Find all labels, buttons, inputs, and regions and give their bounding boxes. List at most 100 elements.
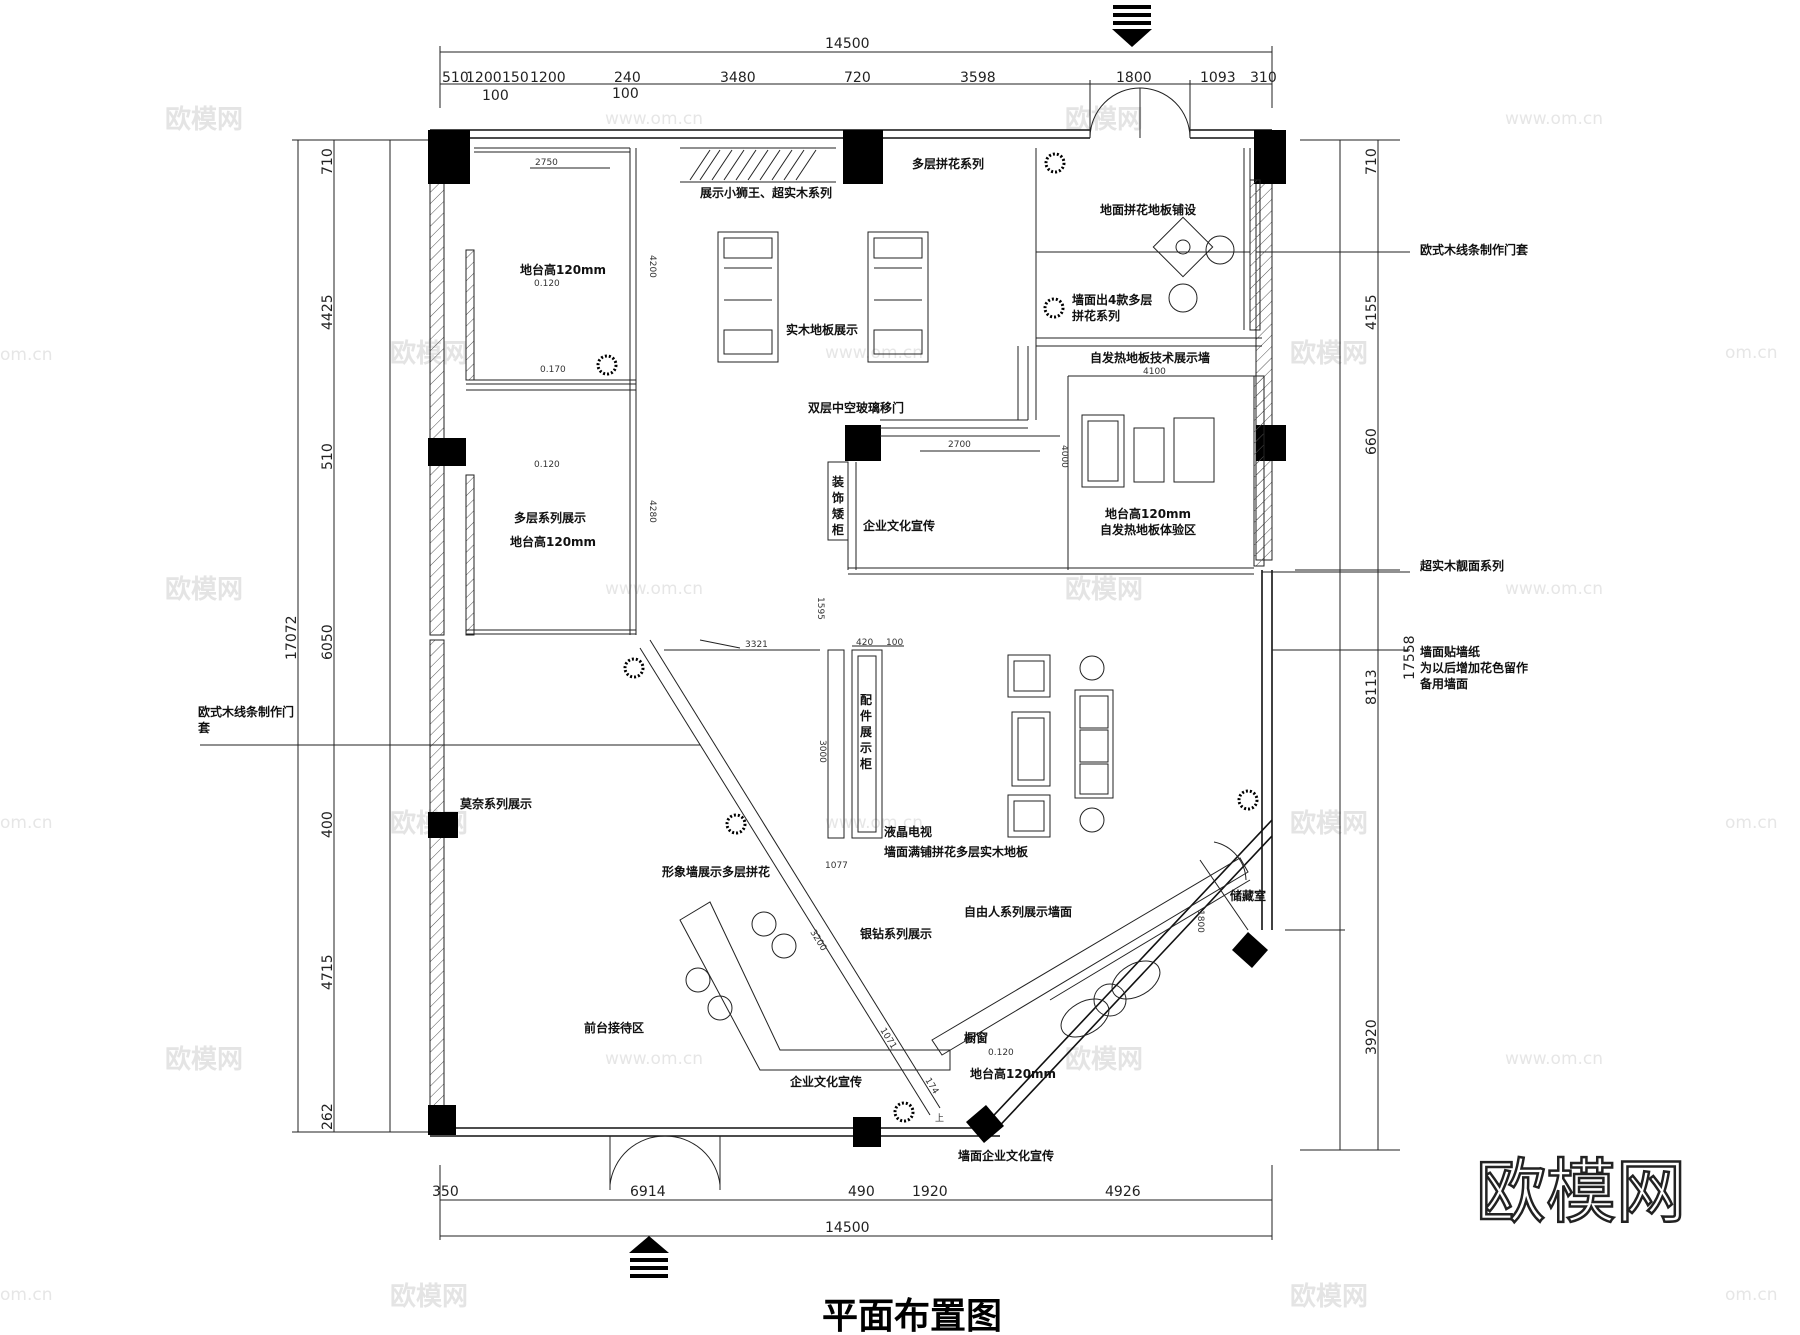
dimension: 3321 bbox=[745, 640, 768, 650]
column bbox=[428, 438, 466, 466]
top-dimension-chain: 14500 510 1200 150 1200 240 100 100 3480… bbox=[439, 5, 1277, 108]
label: 墙面满铺拼花多层实木地板 bbox=[884, 844, 1029, 859]
label: 展示小狮王、超实木系列 bbox=[700, 185, 832, 200]
label: 配件展示柜 bbox=[859, 692, 872, 771]
label: 企业文化宣传 bbox=[789, 1074, 862, 1089]
label: 莫奈系列展示 bbox=[460, 796, 532, 811]
label: 储藏室 bbox=[1230, 888, 1266, 903]
elevation-mark: 0.170 bbox=[540, 365, 566, 375]
dimension: 710 bbox=[1364, 148, 1380, 175]
left-total-dimension: 17072 bbox=[284, 615, 300, 660]
display-rack bbox=[689, 149, 817, 181]
label: 自由人系列展示墙面 bbox=[964, 904, 1072, 919]
plant-icon bbox=[623, 657, 645, 679]
watermark-url: www.om.cn bbox=[605, 109, 703, 129]
entrance-arrow-icon bbox=[629, 1236, 669, 1278]
label: 装饰矮柜 bbox=[831, 474, 845, 537]
label: 套 bbox=[197, 720, 211, 735]
plant-icon bbox=[1044, 152, 1066, 174]
dimension: 490 bbox=[848, 1184, 875, 1200]
dimension: 8113 bbox=[1364, 669, 1380, 705]
dimension: 350 bbox=[432, 1184, 459, 1200]
watermark-url: om.cn bbox=[0, 1285, 53, 1305]
interior-partitions: 2750 4200 4280 0.120 0.170 0.120 bbox=[200, 147, 1410, 1124]
top-total-dimension: 14500 bbox=[825, 36, 870, 52]
watermark: 欧模网 bbox=[390, 338, 468, 369]
dimension: 2750 bbox=[535, 158, 558, 168]
dimension: 1200 bbox=[530, 70, 566, 86]
label: 地面拼花地板铺设 bbox=[1100, 202, 1197, 217]
dimension: 3000 bbox=[817, 740, 827, 763]
label: 墙面贴墙纸 bbox=[1420, 644, 1480, 659]
label: 墙面出4款多层 bbox=[1072, 292, 1152, 307]
column bbox=[1232, 932, 1268, 968]
dimension: 420 bbox=[856, 638, 873, 648]
label: 自发热地板体验区 bbox=[1100, 522, 1196, 537]
dimension: 710 bbox=[320, 148, 336, 175]
dimension: 310 bbox=[1250, 70, 1277, 86]
label: 自发热地板技术展示墙 bbox=[1090, 350, 1210, 365]
watermark: 欧模网 bbox=[165, 1044, 243, 1075]
top-entrance-door[interactable] bbox=[1089, 80, 1191, 139]
dimension: 100 bbox=[482, 88, 509, 104]
decor-cabinet bbox=[827, 461, 849, 541]
label: 超实木靓面系列 bbox=[1419, 558, 1504, 573]
bottom-entrance-door[interactable] bbox=[609, 1135, 721, 1190]
plant-icon bbox=[725, 813, 747, 835]
watermark-url: om.cn bbox=[0, 345, 53, 365]
watermark-url: www.om.cn bbox=[605, 1049, 703, 1069]
label: 墙面企业文化宣传 bbox=[958, 1148, 1054, 1163]
watermark: 欧模网 bbox=[1290, 1281, 1368, 1312]
label: 多层拼花系列 bbox=[912, 156, 984, 171]
dimension: 6050 bbox=[320, 624, 336, 660]
dimension: 150 bbox=[502, 70, 529, 86]
dimension: 510 bbox=[442, 70, 469, 86]
label: 企业文化宣传 bbox=[862, 518, 935, 533]
dimension: 1093 bbox=[1200, 70, 1236, 86]
dimension: 660 bbox=[1364, 428, 1380, 455]
elevation-mark: 0.120 bbox=[534, 279, 560, 289]
dimension: 1200 bbox=[466, 70, 502, 86]
column bbox=[428, 130, 470, 184]
dimension: 1800 bbox=[1116, 70, 1152, 86]
dimension: 4926 bbox=[1105, 1184, 1141, 1200]
watermark: 欧模网 bbox=[165, 574, 243, 605]
right-dimension-chain: 710 4155 660 8113 3920 17558 bbox=[1285, 139, 1418, 1151]
watermark-url: om.cn bbox=[0, 813, 53, 833]
plant-icon bbox=[893, 1101, 915, 1123]
dimension: 262 bbox=[320, 1103, 336, 1130]
dimension: 100 bbox=[612, 86, 639, 102]
plant-icon bbox=[1043, 297, 1065, 319]
dimension: 1595 bbox=[815, 597, 825, 620]
elevation-mark: 0.120 bbox=[534, 460, 560, 470]
watermark: 欧模网 bbox=[165, 104, 243, 135]
table-with-chairs bbox=[1152, 216, 1235, 313]
label: 为以后增加花色留作 bbox=[1420, 660, 1528, 675]
dimension: 4200 bbox=[647, 255, 657, 278]
window-display-chairs bbox=[1060, 960, 1161, 1038]
label: 多层系列展示 bbox=[514, 510, 586, 525]
label: 地台高120mm bbox=[510, 534, 596, 549]
watermark: 欧模网 bbox=[1065, 574, 1143, 605]
column bbox=[966, 1105, 1004, 1143]
plant-icon bbox=[596, 354, 618, 376]
label: 地台高120mm bbox=[520, 262, 606, 277]
left-dimension-chain: 17072 710 4425 510 6050 400 4715 262 bbox=[284, 139, 430, 1133]
brand-logo: 欧模网 bbox=[1476, 1151, 1686, 1233]
dimension: 510 bbox=[320, 443, 336, 470]
dimension: 1800 bbox=[1195, 910, 1205, 933]
watermark: 欧模网 bbox=[390, 1281, 468, 1312]
label: 前台接待区 bbox=[584, 1020, 644, 1035]
bottom-dimension-chain: 350 6914 490 1920 4926 14500 bbox=[432, 1165, 1273, 1278]
column bbox=[853, 1117, 881, 1147]
entrance-arrow-icon bbox=[1112, 5, 1152, 47]
watermark-url: www.om.cn bbox=[1505, 1049, 1603, 1069]
label: 橱窗 bbox=[964, 1030, 988, 1045]
dimension: 6914 bbox=[630, 1184, 666, 1200]
dimension: 4100 bbox=[1143, 367, 1166, 377]
watermark-url: om.cn bbox=[1725, 813, 1778, 833]
vertical-labels: 装饰矮柜 配件展示柜 bbox=[831, 474, 872, 771]
dimension: 174 bbox=[922, 1076, 940, 1096]
dimension: 4425 bbox=[320, 294, 336, 330]
plant-icon bbox=[1237, 789, 1259, 811]
